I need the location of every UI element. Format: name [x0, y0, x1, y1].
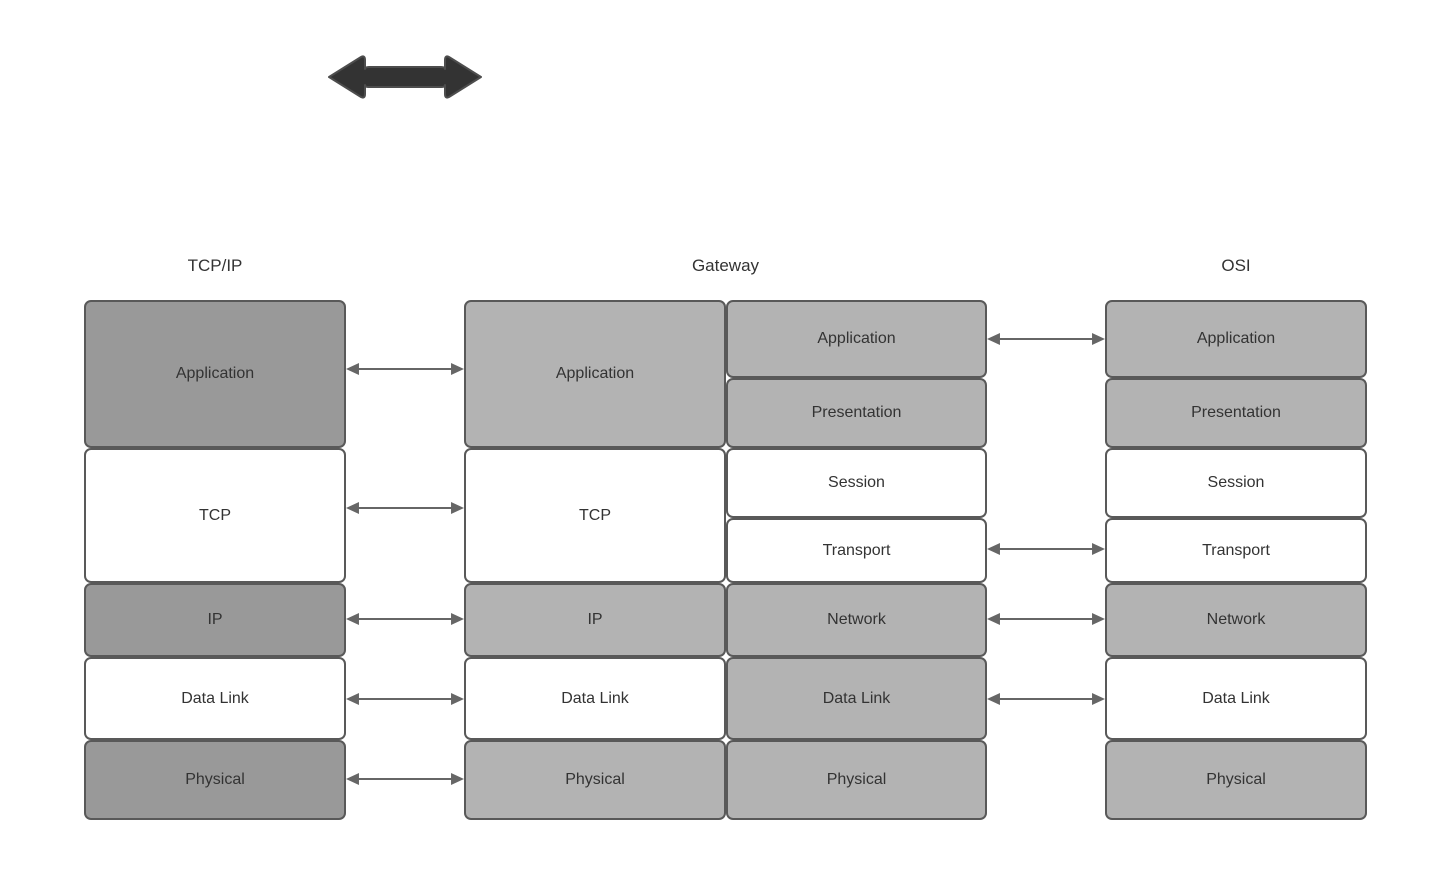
- gateway-right-layer-application: Application: [726, 300, 987, 378]
- tcpip-layer-data-link: Data Link: [84, 657, 346, 740]
- connector-application-arrow-icon: [346, 358, 464, 380]
- gateway-right-layer-transport: Transport: [726, 518, 987, 583]
- layer-label: Physical: [1206, 771, 1266, 788]
- osi-layer-network: Network: [1105, 583, 1367, 657]
- layer-label: Data Link: [1202, 689, 1270, 707]
- osi-layer-data-link: Data Link: [1105, 657, 1367, 740]
- layer-label: Physical: [565, 771, 625, 788]
- connector-transport-arrow-icon: [987, 538, 1105, 560]
- connector-ip-arrow-icon: [346, 608, 464, 630]
- tcpip-layer-tcp: TCP: [84, 448, 346, 583]
- layer-label: Application: [175, 365, 255, 382]
- osi-layer-application: Application: [1105, 300, 1367, 378]
- gateway-left-layer-tcp: TCP: [464, 448, 726, 583]
- column-header-gateway: Gateway: [691, 256, 760, 275]
- gateway-right-layer-network: Network: [726, 583, 987, 657]
- layer-label: TCP: [579, 506, 611, 524]
- layer-label: Application: [555, 365, 635, 382]
- tcpip-layer-physical: Physical: [84, 740, 346, 820]
- osi-layer-presentation: Presentation: [1105, 378, 1367, 448]
- layer-label: TCP: [199, 506, 231, 524]
- tcpip-layer-ip: IP: [84, 583, 346, 657]
- layer-label: Transport: [822, 541, 891, 559]
- connector-data-link-arrow-icon: [346, 688, 464, 710]
- gateway-left-layer-physical: Physical: [464, 740, 726, 820]
- layer-label: Session: [1207, 474, 1265, 491]
- gateway-left-layer-ip: IP: [464, 583, 726, 657]
- layer-label: Data Link: [561, 689, 629, 707]
- column-header-osi: OSI: [1221, 256, 1251, 275]
- layer-label: Application: [817, 330, 896, 347]
- bidirectional-arrow-icon: [325, 52, 485, 102]
- gateway-left-layer-data-link: Data Link: [464, 657, 726, 740]
- layer-label: Network: [827, 611, 886, 628]
- connector-network-arrow-icon: [987, 608, 1105, 630]
- gateway-right-layer-physical: Physical: [726, 740, 987, 820]
- layer-label: Network: [1206, 611, 1266, 628]
- layer-label: Application: [1196, 330, 1276, 347]
- gateway-right-layer-data-link: Data Link: [726, 657, 987, 740]
- layer-label: IP: [207, 611, 223, 628]
- layer-label: Presentation: [811, 404, 902, 421]
- osi-layer-session: Session: [1105, 448, 1367, 518]
- connector-data-link-arrow-icon: [987, 688, 1105, 710]
- connector-physical-arrow-icon: [346, 768, 464, 790]
- osi-layer-physical: Physical: [1105, 740, 1367, 820]
- gateway-left-layer-application: Application: [464, 300, 726, 448]
- tcpip-layer-application: Application: [84, 300, 346, 448]
- layer-label: Physical: [826, 771, 887, 788]
- layer-label: Presentation: [1191, 404, 1281, 421]
- layer-label: IP: [587, 611, 603, 628]
- layer-label: Transport: [1202, 541, 1270, 559]
- gateway-right-layer-presentation: Presentation: [726, 378, 987, 448]
- layer-label: Data Link: [181, 689, 249, 707]
- connector-application-arrow-icon: [987, 328, 1105, 350]
- column-header-tcpip: TCP/IP: [187, 256, 243, 275]
- gateway-right-layer-session: Session: [726, 448, 987, 518]
- connector-tcp-arrow-icon: [346, 497, 464, 519]
- layer-label: Session: [828, 474, 885, 491]
- layer-label: Data Link: [822, 689, 891, 707]
- layer-label: Physical: [185, 771, 245, 788]
- osi-layer-transport: Transport: [1105, 518, 1367, 583]
